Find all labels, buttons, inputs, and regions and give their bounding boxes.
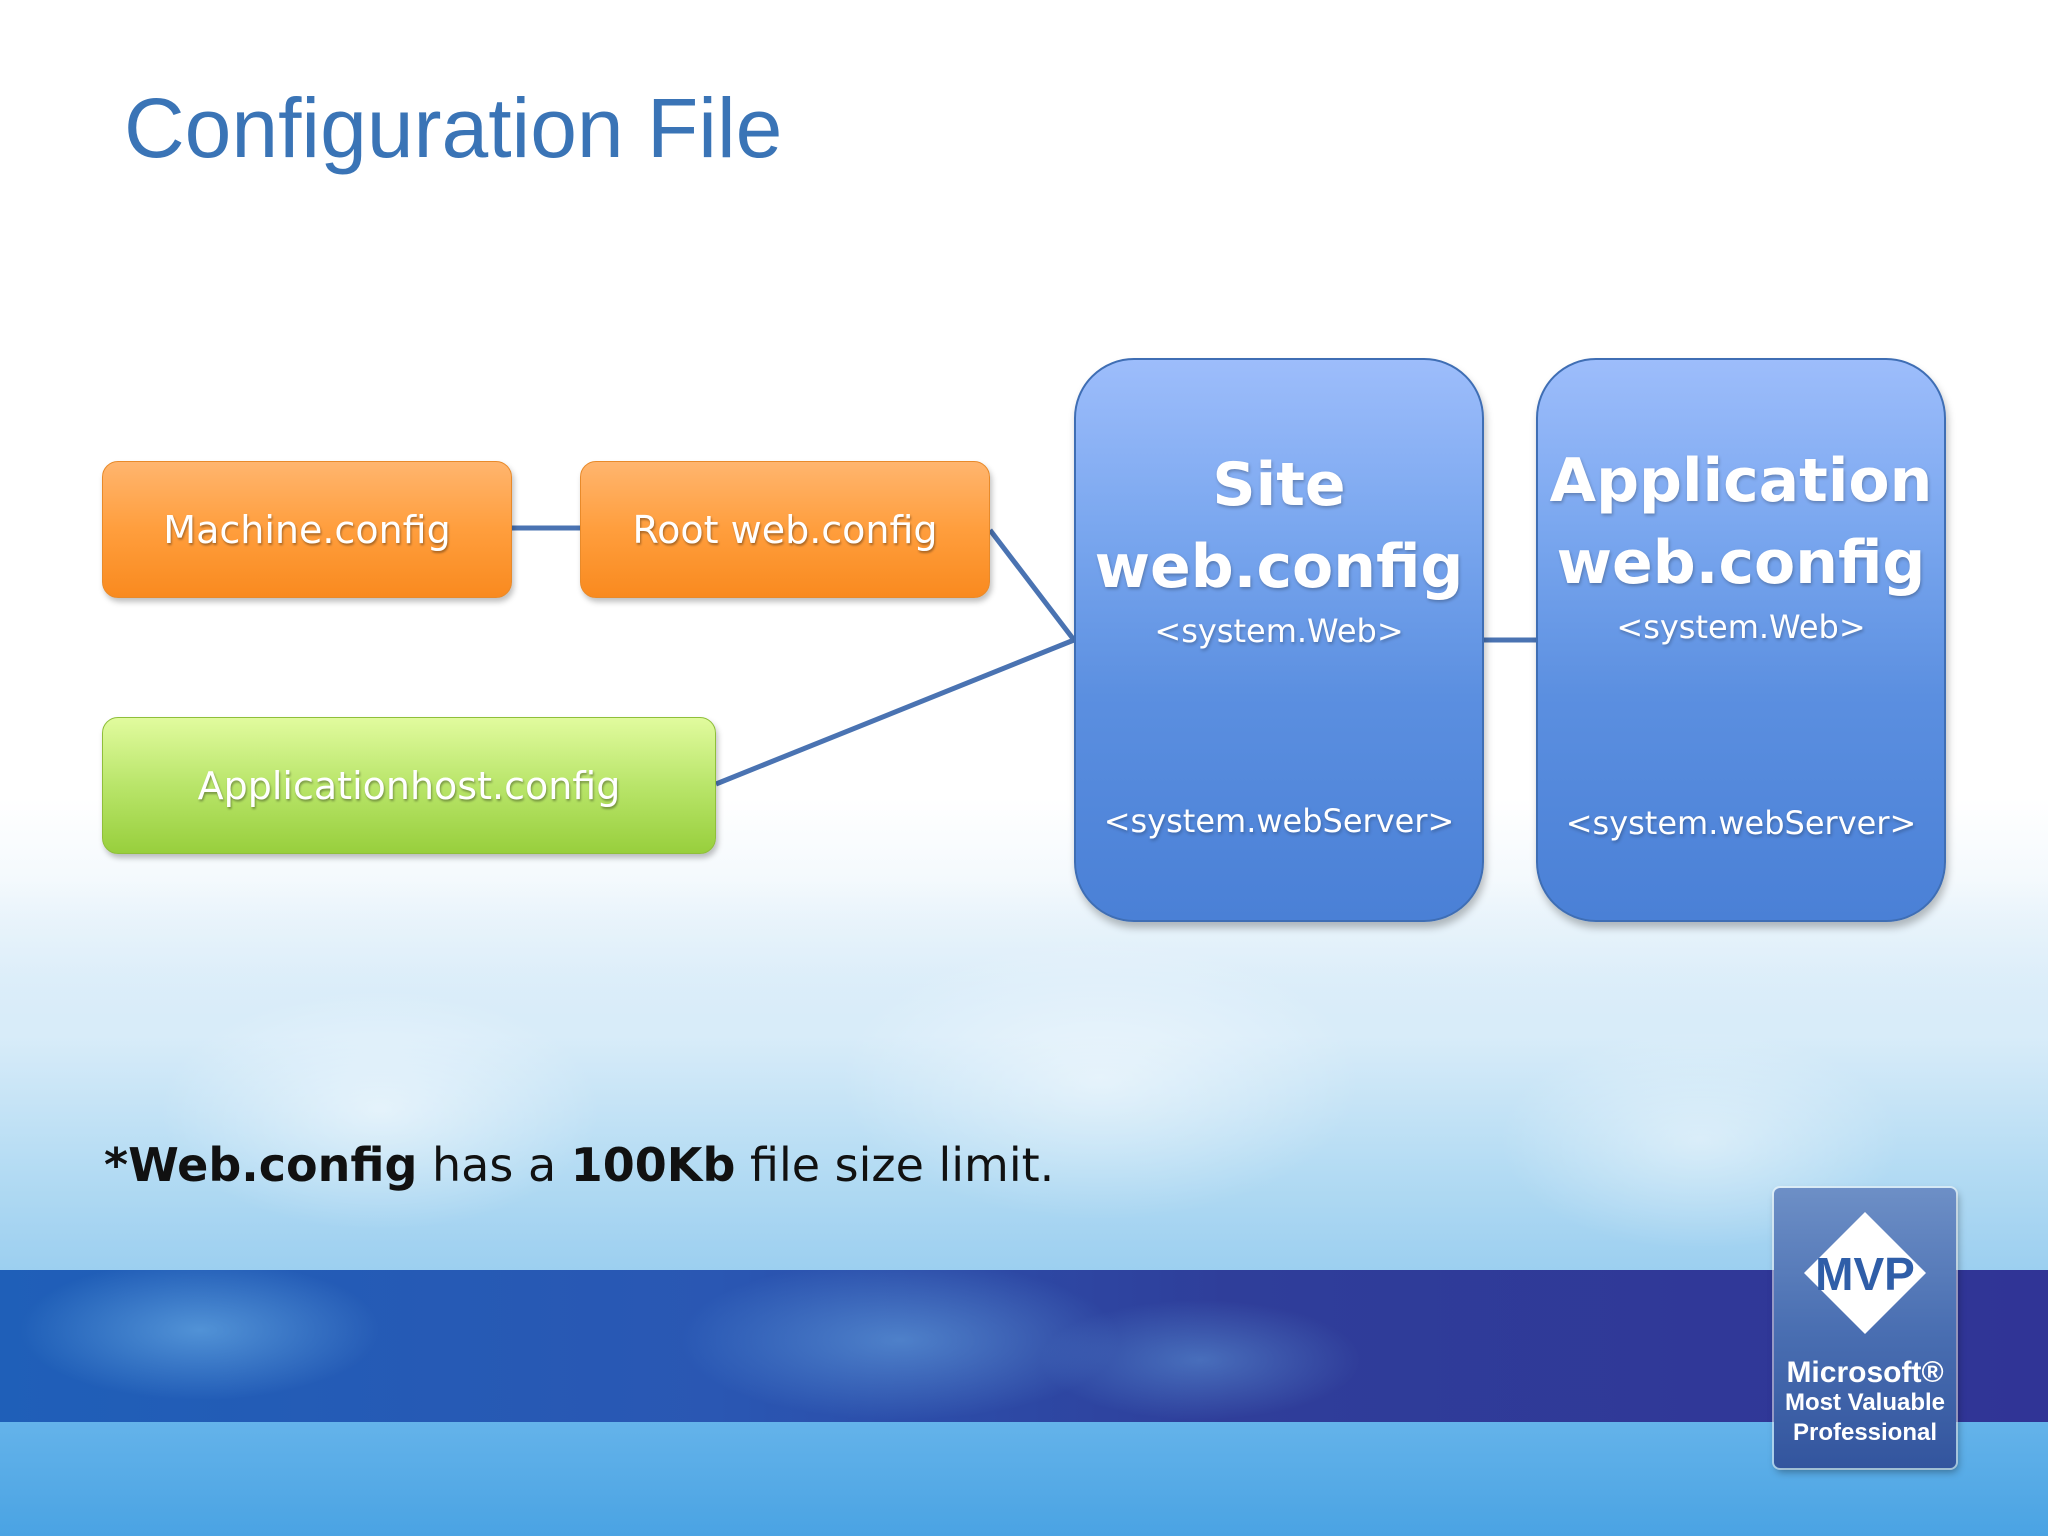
background-light-area — [0, 880, 2048, 1270]
edge-root-site — [988, 528, 1076, 642]
node-applicationhost-config: Applicationhost.config — [102, 717, 716, 854]
node-machine-config-label: Machine.config — [163, 507, 451, 552]
mvp-line2: Most Valuable — [1784, 1389, 1946, 1416]
edge-applicationhost-site — [715, 637, 1075, 787]
file-size-note: *Web.config has a 100Kb file size limit. — [104, 1138, 1054, 1192]
background-dark-band — [0, 1270, 2048, 1422]
node-site-web-config: Site web.config <system.Web> <system.web… — [1074, 358, 1484, 922]
mvp-line1: Microsoft® — [1786, 1356, 1944, 1389]
mvp-badge-text: Microsoft® Most Valuable Professional — [1774, 1358, 1956, 1448]
note-suffix: file size limit. — [735, 1138, 1055, 1192]
node-application-section-web: <system.Web> — [1616, 608, 1866, 646]
mvp-badge-logo: MVP Microsoft® Most Valuable Professiona… — [1774, 1188, 1956, 1468]
node-site-section-webserver: <system.webServer> — [1103, 802, 1455, 840]
node-application-section-webserver: <system.webServer> — [1565, 804, 1917, 842]
node-application-web-config: Application web.config <system.Web> <sys… — [1536, 358, 1946, 922]
mvp-line3: Professional — [1792, 1419, 1938, 1446]
node-applicationhost-config-label: Applicationhost.config — [197, 763, 621, 808]
node-machine-config: Machine.config — [102, 461, 512, 598]
note-mid: has a — [417, 1138, 571, 1192]
node-site-title-line1: Site — [1212, 450, 1346, 520]
node-application-title-line1: Application — [1549, 446, 1933, 516]
mvp-logo-text: MVP — [1815, 1248, 1915, 1300]
slide-title: Configuration File — [124, 81, 783, 175]
node-root-web-config-label: Root web.config — [632, 507, 938, 552]
note-prefix: * — [104, 1138, 129, 1192]
background-bottom-band — [0, 1422, 2048, 1536]
node-application-title-line2: web.config — [1556, 528, 1926, 598]
mvp-diamond-icon: MVP — [1804, 1212, 1926, 1334]
note-bold-webconfig: Web.config — [128, 1138, 418, 1192]
node-site-section-web: <system.Web> — [1154, 612, 1404, 650]
node-root-web-config: Root web.config — [580, 461, 990, 598]
node-site-title-line2: web.config — [1094, 532, 1464, 602]
note-bold-size: 100Kb — [570, 1138, 736, 1192]
